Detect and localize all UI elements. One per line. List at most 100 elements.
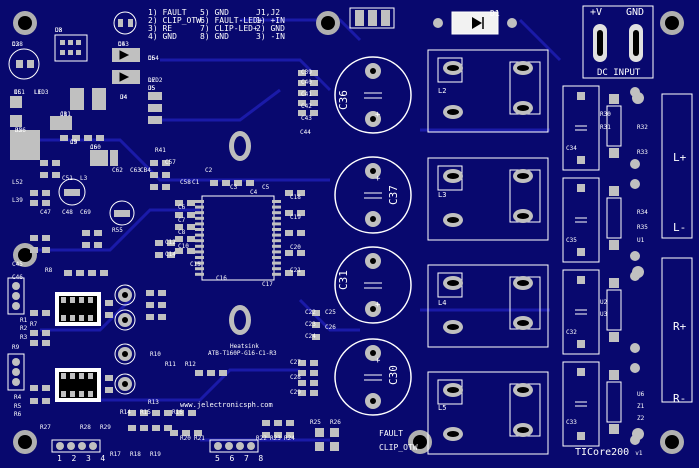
refdes-j5: J5 xyxy=(148,85,156,92)
smd-pad xyxy=(150,160,158,166)
bigcap-label: C36 xyxy=(337,90,350,110)
refdes-r10: R10 xyxy=(150,351,161,358)
refdes-r2: R2 xyxy=(20,325,28,332)
round-footprint-drill xyxy=(122,317,128,323)
refdes-c19: C19 xyxy=(290,214,301,221)
smd-pad xyxy=(188,410,196,416)
refdes-r26: R26 xyxy=(330,419,341,426)
refdes-c26: C26 xyxy=(325,324,336,331)
refdes-c9: C9 xyxy=(70,139,78,146)
mount-hole-drill xyxy=(18,248,32,262)
inductor-drill xyxy=(517,173,529,179)
inductor-drill xyxy=(517,280,529,286)
smd-pad xyxy=(30,398,38,404)
cap-c50 xyxy=(109,200,135,226)
outcap-pad xyxy=(577,92,585,100)
ic-pin xyxy=(195,200,204,203)
smd-pad xyxy=(310,100,318,106)
refdes-c18: C18 xyxy=(290,194,301,201)
smd-pad xyxy=(30,340,38,346)
smd-pad xyxy=(298,110,306,116)
smd-pad xyxy=(187,248,195,254)
refdes-u6: U6 xyxy=(637,391,645,398)
refdes-c58: C58 xyxy=(180,179,191,186)
ic-pin xyxy=(272,200,281,203)
mount-hole-drill xyxy=(413,435,427,449)
smd-pad xyxy=(30,385,38,391)
outcap-pad xyxy=(577,276,585,284)
bigcap-drill xyxy=(370,116,376,122)
refdes-l3: L3 xyxy=(80,175,88,182)
bigcap-outline xyxy=(334,338,412,416)
refdes-d7: D7 xyxy=(148,77,156,84)
smd-pad xyxy=(310,110,318,116)
smd-pad xyxy=(30,190,38,196)
smd-pad xyxy=(52,172,60,178)
smd-pad xyxy=(30,247,38,253)
bigcap-drill xyxy=(370,68,376,74)
mount-hole-drill xyxy=(18,435,32,449)
refdes-c28: C28 xyxy=(290,374,301,381)
legend-item: 8) GND xyxy=(200,32,229,41)
outcap-via xyxy=(630,363,640,373)
bottom-header-left xyxy=(51,439,101,453)
refdes-d5: D5 xyxy=(14,89,22,96)
refdes-c51: C51 xyxy=(62,175,73,182)
out-r-minus: R- xyxy=(673,392,687,405)
pad-group-left xyxy=(10,88,162,166)
refdes-r5: R5 xyxy=(14,403,22,410)
outcap-outline xyxy=(606,289,622,331)
refdes-l1: L1 xyxy=(34,89,42,96)
smd-pad xyxy=(158,302,166,308)
inductor-drill xyxy=(517,213,529,219)
outcap-pad xyxy=(609,278,619,288)
smd-pad xyxy=(105,312,113,318)
smd-pad xyxy=(167,252,175,258)
bottom-header-right xyxy=(209,439,259,453)
smd-pad xyxy=(298,360,306,366)
smd-pad xyxy=(175,224,183,230)
refdes-l52: L52 xyxy=(12,179,23,186)
smd-pad xyxy=(146,302,154,308)
refdes-r29: R29 xyxy=(100,424,111,431)
pin-label: 4 xyxy=(100,454,106,463)
refdes-r31: R31 xyxy=(600,124,611,131)
refdes-u5: U5 xyxy=(148,85,156,92)
outcap-outline xyxy=(606,105,622,147)
refdes-c15: C15 xyxy=(190,261,201,268)
legend-item: 2) CLIP_OTW xyxy=(148,16,201,25)
main-ic xyxy=(195,195,281,281)
dc-plus-label: +V xyxy=(590,7,603,18)
refdes-c40: C40 xyxy=(301,79,312,86)
inductor-outline xyxy=(427,264,549,348)
outcap-pad xyxy=(609,94,619,104)
smd-pad xyxy=(152,425,160,431)
refdes-c8: C8 xyxy=(178,229,186,236)
smd-pad xyxy=(298,90,306,96)
diode-d1 xyxy=(433,11,517,35)
inductor-drill xyxy=(517,105,529,111)
smd-pad xyxy=(310,70,318,76)
status-led-pads xyxy=(315,428,339,451)
inductor-drill xyxy=(447,217,459,223)
heatsink-part: ATB-T160P-G16-C1-R3 xyxy=(208,350,277,357)
smd-pad xyxy=(297,190,305,196)
cap-c2 xyxy=(113,11,137,35)
smd-pad xyxy=(175,236,183,242)
refdes-r8: R8 xyxy=(45,267,53,274)
refdes-c62: C62 xyxy=(112,167,123,174)
smd-pads xyxy=(30,70,320,438)
round-footprint-outline xyxy=(114,343,136,365)
mount-hole-drill xyxy=(18,16,32,30)
outcap-outline xyxy=(606,197,622,239)
refdes-c5: C5 xyxy=(262,184,270,191)
smd-pad xyxy=(30,330,38,336)
smd-pad xyxy=(310,390,318,396)
board-name: TICore200 v1 xyxy=(575,448,642,458)
refdes-c53: C53 xyxy=(118,41,129,48)
smd-pad xyxy=(128,425,136,431)
refdes-u4: U4 xyxy=(120,94,128,101)
smd-pad xyxy=(285,230,293,236)
smd-pad xyxy=(82,242,90,248)
refdes-r13: R13 xyxy=(148,399,159,406)
